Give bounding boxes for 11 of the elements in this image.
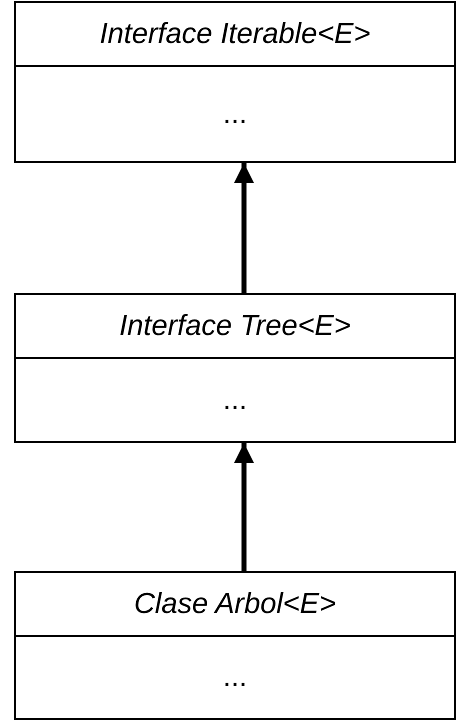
class-body-text: ...: [222, 98, 248, 130]
class-box: [14, 571, 456, 720]
class-name: Clase Arbol<E>: [134, 588, 336, 620]
class-body-text: ...: [222, 661, 248, 694]
inheritance-arrow: [234, 443, 254, 571]
class-name: Interface Tree<E>: [119, 310, 351, 342]
class-box: [14, 1, 456, 163]
inheritance-arrow: [234, 163, 254, 293]
class-box: [14, 293, 456, 443]
class-name: Interface Iterable<E>: [100, 18, 370, 50]
class-body-text: ...: [222, 384, 248, 416]
